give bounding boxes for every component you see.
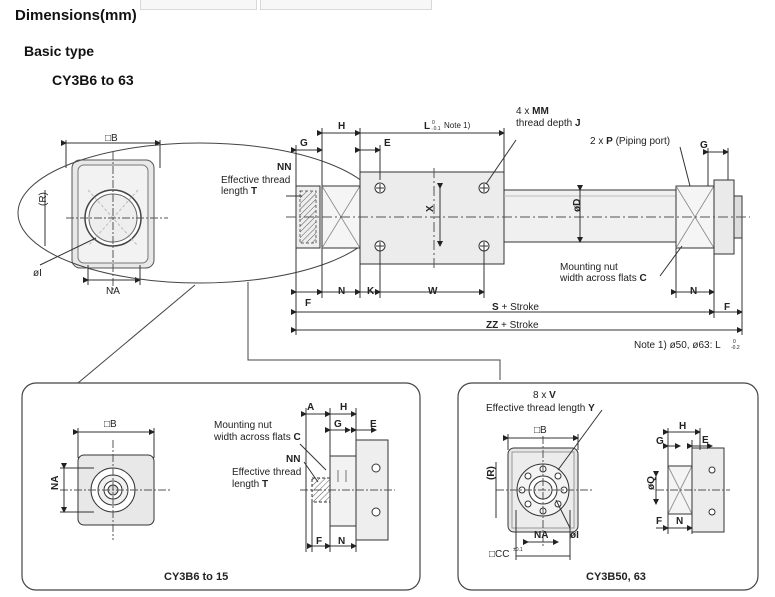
- dim-s-label: S + Stroke: [492, 302, 539, 313]
- end-view-r-label: (R): [38, 192, 49, 206]
- callout-leader-left: [77, 284, 196, 384]
- dim-g-right-label: G: [700, 140, 708, 151]
- mount-nut-line2: width across flats C: [559, 273, 647, 284]
- dr-f-label: F: [656, 516, 662, 527]
- note1-text: Note 1) ø50, ø63: L: [634, 340, 721, 351]
- dr-count-v: 8 x V: [533, 390, 556, 401]
- dl-na-label: NA: [50, 476, 61, 490]
- dim-h-label: H: [338, 121, 345, 132]
- top-tab-strip: [140, 0, 432, 10]
- nn-label: NN: [277, 162, 291, 173]
- dr-e-label: E: [702, 435, 709, 446]
- dl-g-label: G: [334, 419, 342, 430]
- dl-b-label: □B: [104, 419, 117, 430]
- dim-g-label: G: [300, 138, 308, 149]
- end-view-na-label: NA: [106, 286, 120, 297]
- end-view-b-label: □B: [105, 133, 118, 144]
- dim-l-tol: ₋0.1: [431, 126, 441, 132]
- dl-eff-line1: Effective thread: [232, 467, 301, 478]
- dr-g-label: G: [656, 436, 664, 447]
- piping-port-label: 2 x P (Piping port): [590, 136, 670, 147]
- note1-tol-bot: -0.2: [731, 345, 740, 351]
- dim-d-label: øD: [572, 199, 583, 212]
- dim-e-label: E: [384, 138, 391, 149]
- dim-l-note: Note 1): [444, 121, 471, 130]
- main-dimensions: [286, 128, 743, 335]
- dl-f-label: F: [316, 536, 322, 547]
- mm-count: 4 x MM: [516, 106, 549, 117]
- dr-na-label: NA: [534, 530, 548, 541]
- dim-w-label: W: [428, 286, 438, 297]
- cylinder-side-view: [286, 168, 750, 268]
- dim-f-left-label: F: [305, 298, 311, 309]
- detail-right-drawing: [495, 409, 730, 560]
- callout-leader-right: [247, 282, 501, 380]
- dim-l-label: L: [424, 121, 430, 132]
- end-view-i-label: øI: [33, 268, 42, 279]
- dim-x-label: X: [425, 205, 436, 212]
- dr-i-label: øI: [570, 530, 579, 541]
- mount-nut-line1: Mounting nut: [560, 262, 618, 273]
- dl-nn-label: NN: [286, 454, 300, 465]
- detail-left-drawing: [60, 408, 395, 552]
- dl-eff-line2: length T: [232, 479, 268, 490]
- dl-h-label: H: [340, 402, 347, 413]
- eff-thread-line2: length T: [221, 186, 257, 197]
- top-tab[interactable]: [140, 0, 257, 10]
- dl-caption: CY3B6 to 15: [164, 571, 228, 583]
- eff-thread-line1: Effective thread: [221, 175, 290, 186]
- end-view: [39, 140, 168, 290]
- dim-k-label: K: [367, 286, 375, 297]
- dl-mount-line2: width across flats C: [213, 432, 301, 443]
- dr-q-label: øQ: [646, 476, 657, 490]
- thread-depth: thread depth J: [516, 118, 581, 129]
- dr-h-label: H: [679, 421, 686, 432]
- dl-mount-line1: Mounting nut: [214, 420, 272, 431]
- dr-cc-tol: ±0.1: [513, 547, 523, 553]
- page-title: Dimensions(mm): [15, 7, 137, 24]
- dr-n-label: N: [676, 516, 683, 527]
- dr-r-label: (R): [486, 466, 497, 480]
- note1-tol-top: 0: [733, 339, 736, 345]
- dl-a-label: A: [307, 402, 314, 413]
- top-tab[interactable]: [260, 0, 432, 10]
- dr-cc-label: □CC: [489, 549, 509, 560]
- dr-eff-thread: Effective thread length Y: [486, 403, 595, 414]
- dl-e-label: E: [370, 419, 377, 430]
- dr-b-label: □B: [534, 425, 547, 436]
- model-heading: CY3B6 to 63: [52, 72, 134, 88]
- dim-f-right-label: F: [724, 302, 730, 313]
- dim-zz-label: ZZ + Stroke: [486, 320, 539, 331]
- dim-l-tol-top: 0: [432, 120, 435, 126]
- dim-n-left-label: N: [338, 286, 345, 297]
- section-heading: Basic type: [24, 43, 95, 59]
- dr-caption: CY3B50, 63: [586, 571, 646, 583]
- dl-n-label: N: [338, 536, 345, 547]
- dim-n-right-label: N: [690, 286, 697, 297]
